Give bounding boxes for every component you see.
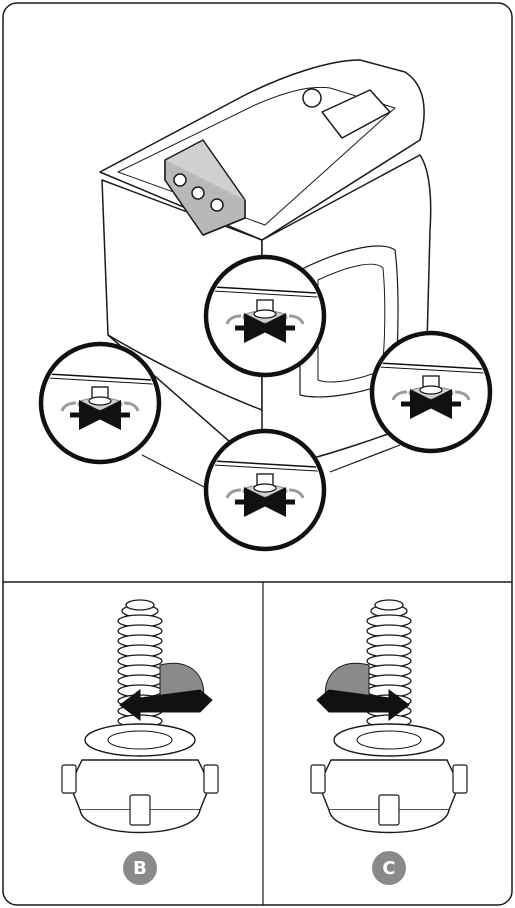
- panel-label-c: C: [382, 858, 395, 879]
- zoom-circle-front: [203, 254, 327, 378]
- zoom-circle-left: [38, 341, 162, 465]
- zoom-circle-bottom: [203, 428, 327, 552]
- label-badge-c: C: [372, 851, 406, 885]
- label-badge-b: B: [123, 851, 157, 885]
- zoom-circle-right: [369, 330, 493, 454]
- leveling-foot-left: [61, 599, 219, 834]
- leveling-foot-right: [310, 599, 468, 834]
- panel-label-b: B: [133, 858, 147, 879]
